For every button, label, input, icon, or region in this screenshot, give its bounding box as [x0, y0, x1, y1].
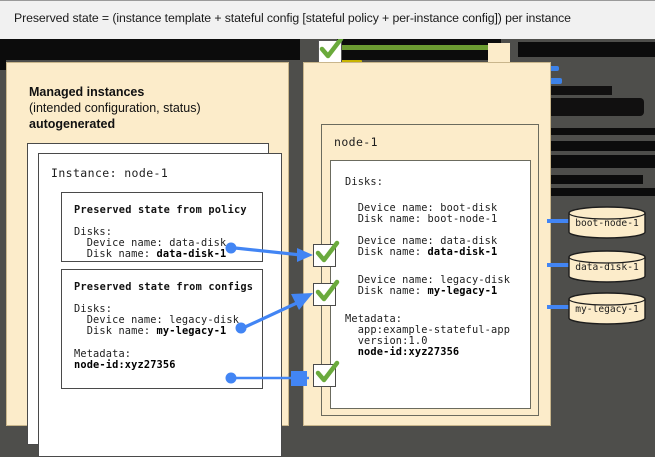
panel-subtitle: (intended configuration, status) — [29, 101, 201, 115]
caption-text: Preserved state = (instance template + s… — [14, 11, 571, 25]
redaction-bar — [551, 188, 655, 196]
cream-chip — [488, 43, 510, 62]
boot-disk-name-row: Disk name: boot-node-1 — [345, 213, 498, 225]
disk-cylinder-label: my-legacy-1 — [575, 304, 639, 315]
legacy-disk-name-label: Disk name: — [345, 285, 428, 297]
disk-cylinder-my-legacy-1[interactable]: my-legacy-1 — [566, 292, 648, 325]
policy-disk-name-row: Disk name: data-disk-1 — [74, 248, 227, 260]
disk-cylinder-data-disk-1[interactable]: data-disk-1 — [566, 250, 648, 283]
policy-disk-name-label: Disk name: — [74, 248, 157, 260]
link-boot-node-1 — [547, 219, 573, 223]
link-my-legacy-1 — [547, 305, 573, 309]
node-disks-label: Disks: — [345, 176, 384, 188]
configs-disk-name-label: Disk name: — [74, 325, 157, 337]
node-metadata-version: version:1.0 — [345, 335, 428, 347]
boot-disk-name-label: Disk name: — [345, 213, 428, 225]
disk-cylinder-label: boot-node-1 — [575, 218, 639, 229]
configs-metadata-value: node-id:xyz27356 — [74, 359, 176, 371]
legacy-disk-device: Device name: legacy-disk — [345, 274, 511, 286]
policy-disk-name-value: data-disk-1 — [156, 248, 227, 260]
policy-device-name: Device name: data-disk — [74, 237, 227, 249]
disk-cylinder-icon — [568, 292, 646, 325]
instance-title: Instance: node-1 — [51, 166, 169, 180]
data-disk-device: Device name: data-disk — [345, 235, 498, 247]
node-metadata-label: Metadata: — [345, 313, 403, 325]
redaction-bar — [551, 155, 655, 168]
yellow-underline — [340, 60, 362, 63]
link-data-disk-1 — [547, 263, 573, 267]
boot-disk-name-value: boot-node-1 — [427, 213, 498, 225]
disk-cylinder-label: data-disk-1 — [575, 262, 639, 273]
disk-cylinder-icon — [568, 250, 646, 283]
data-disk-name-value: data-disk-1 — [427, 246, 498, 258]
policy-disks-label: Disks: — [74, 226, 113, 238]
redaction-bar — [0, 38, 300, 60]
data-disk-name-row: Disk name: data-disk-1 — [345, 246, 498, 258]
legacy-disk-name-row: Disk name: my-legacy-1 — [345, 285, 498, 297]
boot-disk-device: Device name: boot-disk — [345, 202, 498, 214]
configs-metadata-label: Metadata: — [74, 348, 132, 360]
node-panel: node-1 Disks: Device name: boot-disk Dis… — [303, 62, 551, 426]
panel-subtitle2: autogenerated — [29, 117, 116, 131]
node-title: node-1 — [334, 135, 378, 149]
panel-title: Managed instances — [29, 85, 145, 99]
disk-cylinder-boot-node-1[interactable]: boot-node-1 — [566, 206, 648, 239]
preserved-state-configs-card: Preserved state from configs Disks: Devi… — [61, 269, 263, 389]
caption-band: Preserved state = (instance template + s… — [0, 0, 655, 39]
node-metadata-app: app:example-stateful-app — [345, 324, 511, 336]
redaction-bar — [518, 42, 655, 57]
legacy-disk-name-value: my-legacy-1 — [427, 285, 498, 297]
redaction-bar — [0, 60, 6, 70]
node-metadata-node-id: node-id:xyz27356 — [345, 346, 460, 358]
data-disk-name-label: Disk name: — [345, 246, 428, 258]
node-disks-card: Disks: Device name: boot-disk Disk name:… — [330, 160, 531, 409]
checkbox-top[interactable] — [318, 40, 342, 64]
configs-card-heading: Preserved state from configs — [74, 281, 254, 293]
configs-disks-label: Disks: — [74, 303, 113, 315]
configs-disk-name-value: my-legacy-1 — [156, 325, 227, 337]
disk-cylinder-icon — [568, 206, 646, 239]
connector-arrows — [225, 242, 313, 386]
redaction-bar — [551, 141, 655, 151]
policy-card-heading: Preserved state from policy — [74, 204, 247, 216]
redaction-bar — [551, 175, 643, 184]
redaction-bar — [545, 128, 655, 135]
configs-disk-name-row: Disk name: my-legacy-1 — [74, 325, 227, 337]
green-highlight-bar — [330, 45, 507, 50]
configs-device-name: Device name: legacy-disk — [74, 314, 240, 326]
